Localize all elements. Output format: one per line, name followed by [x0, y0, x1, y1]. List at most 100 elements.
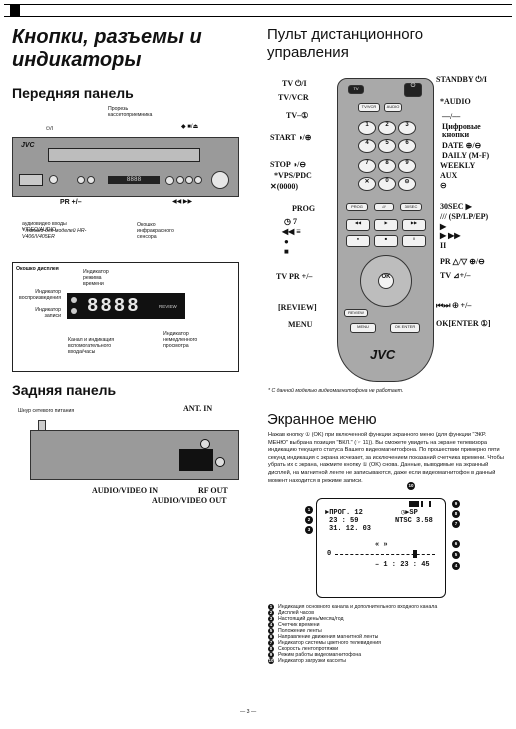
play-key[interactable]: ▶	[374, 219, 398, 231]
label-speed: /// (SP/LP/EP)	[440, 212, 489, 221]
num-7-key[interactable]: 7	[358, 159, 376, 173]
osd-pause-icon	[421, 501, 431, 507]
callout-8: 8	[452, 510, 460, 518]
power-cord-label: Шнур сетевого питания	[18, 408, 75, 414]
label-ok: OK[ENTER ①]	[436, 319, 491, 328]
osd-tape-bar	[335, 554, 435, 555]
av-inputs-note: аудиовидео входы VIDEO/AUDIO	[22, 221, 67, 233]
osd-system: NTSC 3.58	[395, 517, 433, 525]
remote-brand: JVC	[370, 347, 396, 362]
label-stop: STOP ◑/⊖	[270, 160, 307, 169]
menu-key[interactable]: MENU	[350, 323, 376, 333]
num-4-key[interactable]: 4	[358, 139, 376, 153]
label-date: DATE ⊕/⊖	[442, 141, 482, 150]
header-rule	[4, 4, 512, 17]
cancel-key[interactable]: ✕	[358, 177, 376, 191]
label-pause: II	[440, 241, 447, 250]
pause-key[interactable]: II	[402, 235, 426, 247]
rew-button[interactable]	[176, 176, 184, 184]
num-5-key[interactable]: 5	[378, 139, 396, 153]
power-button[interactable]	[49, 175, 58, 184]
label-standby: STANDBY ⏻/I	[436, 75, 488, 84]
ok-enter-key[interactable]: OK ENTER	[390, 323, 420, 333]
remote-heading: Пульт дистанционного управления	[267, 26, 424, 61]
osd-tape-position	[413, 550, 417, 558]
display-digits: 8888	[87, 295, 141, 317]
num-6-key[interactable]: 6	[398, 139, 416, 153]
label-0000: ✕(0000)	[270, 182, 299, 191]
av-in-label: AUDIO/VIDEO IN	[92, 486, 159, 495]
label-tv-power: TV ⏻/I	[282, 79, 307, 88]
osd-ab: « »	[375, 541, 388, 549]
standby-key[interactable]: ⏻	[404, 83, 422, 97]
rec-button[interactable]	[165, 176, 174, 185]
review-tag: REVIEW	[159, 304, 177, 309]
record-indicator-icon	[71, 308, 77, 314]
pr-plus-button[interactable]	[87, 176, 95, 184]
30sec-key[interactable]: 30SEC	[400, 203, 422, 211]
audio-key[interactable]: AUDIO	[384, 103, 402, 112]
label-skip: ⏮⏭ ⊕ +/–	[436, 301, 472, 310]
rear-ant-connector	[200, 439, 210, 449]
stop-eject-button[interactable]	[194, 176, 202, 184]
timer-mode-label: Индикатор режима времени	[83, 269, 109, 287]
osd-cassette-icon	[409, 501, 419, 507]
ok-center-key[interactable]: OK	[378, 273, 394, 289]
osd-counter: – 1 : 23 : 45	[375, 561, 430, 569]
label-tv-vcr: TV/VCR	[278, 93, 309, 102]
callout-6: 6	[452, 540, 460, 548]
front-panel-device: JVC 8888	[12, 137, 239, 197]
prog-key[interactable]: PROG	[346, 203, 368, 211]
ant-in-label: ANT. IN	[183, 404, 213, 413]
label-digits: Цифровые кнопки	[442, 122, 481, 139]
instant-review-label: Индикатор немедленного просмотра	[163, 331, 198, 349]
review-key[interactable]: REVIEW	[344, 309, 368, 317]
tv-power-key[interactable]: TV	[348, 85, 364, 94]
label-aux: AUX	[440, 171, 458, 180]
ff-button[interactable]	[185, 176, 193, 184]
label-menu: MENU	[288, 320, 313, 329]
num-8-key[interactable]: 8	[378, 159, 396, 173]
num-9-key[interactable]: 9	[398, 159, 416, 173]
label-dash: ––/––	[442, 112, 461, 121]
panel-display: 8888	[108, 176, 160, 184]
rear-panel-heading: Задняя панель	[12, 382, 117, 398]
rec-key[interactable]: ●	[346, 235, 370, 247]
osd-screen: ►ПРОГ. 12 23 : 59 31. 12. 03 ◷▶SP NTSC 3…	[316, 498, 446, 598]
label-daily: DAILY (M-F)	[442, 151, 490, 160]
pr-minus-button[interactable]	[77, 176, 85, 184]
osd-clock: 23 : 59	[329, 517, 359, 525]
osd-mode: ◷▶SP	[401, 509, 418, 517]
ir-window-label: Окошко инфракрасного сенсора	[137, 222, 174, 240]
num-1-key[interactable]: 1	[358, 121, 376, 135]
osd-prog: ►ПРОГ. 12	[325, 509, 363, 517]
speed-key[interactable]: ///	[374, 203, 394, 211]
label-stop-key: ■	[284, 247, 289, 256]
label-rec: ●	[284, 237, 289, 246]
header-marker	[10, 5, 20, 16]
play-eject-label: ◆ ■/⏏	[181, 124, 199, 130]
channel-label: Канал и индикация вспомогательного входа…	[68, 337, 115, 355]
record-label: Индикатор записи	[35, 307, 61, 319]
num-0-key[interactable]: 0	[378, 177, 396, 191]
ff-key[interactable]: ▶▶	[402, 219, 426, 231]
callout-4: 4	[452, 562, 460, 570]
remote-body: TV ⏻ TV/VCR AUDIO 1 2 3 4 5 6 7 8 9 0 ✕ …	[337, 78, 434, 382]
rew-key[interactable]: ◀◀	[346, 219, 370, 231]
slot-label: Прорезь кассетоприемника	[108, 106, 153, 118]
label-start: START ◑/⊕	[270, 133, 312, 142]
aux-key[interactable]: ⊝	[398, 177, 416, 191]
callout-5: 5	[452, 551, 460, 559]
num-2-key[interactable]: 2	[378, 121, 396, 135]
num-3-key[interactable]: 3	[398, 121, 416, 135]
tv-vcr-key[interactable]: TV/VCR	[358, 103, 380, 112]
stop-key[interactable]: ■	[374, 235, 398, 247]
play-button[interactable]	[211, 171, 229, 189]
rear-panel-device	[30, 430, 239, 480]
label-tv-vol: TV ⊿+/–	[440, 271, 471, 280]
